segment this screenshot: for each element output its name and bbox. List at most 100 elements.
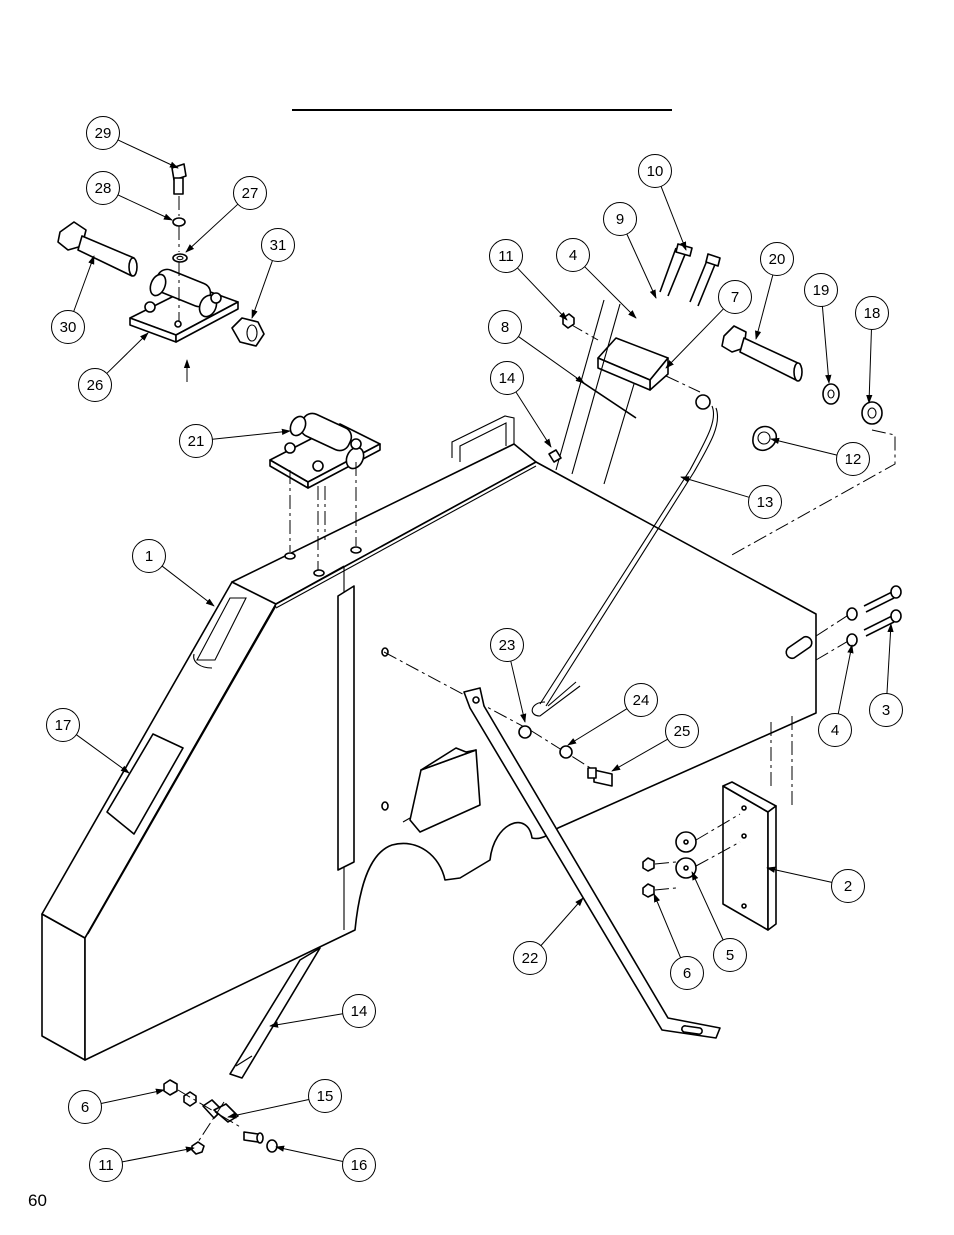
callout-leader [665,308,724,369]
callout-number: 10 [647,163,664,180]
callout-28: 28 [86,171,173,221]
callout-leader [837,644,854,714]
callout-number: 23 [499,637,516,654]
callout-leader [691,871,724,941]
callout-number: 25 [674,723,691,740]
callout-7: 7 [665,280,752,369]
callout-leader [275,1145,343,1162]
callout-leader [106,332,149,374]
callout-circle [132,539,166,573]
callout-circle [261,228,295,262]
callout-27: 27 [185,176,267,253]
callout-number: 26 [87,377,104,394]
callout-number: 17 [55,717,72,734]
callout-leader [517,267,568,321]
callout-number: 27 [242,185,259,202]
callout-circle [665,714,699,748]
callout-number: 31 [270,237,287,254]
callout-number: 11 [98,1157,114,1174]
callout-circle [603,202,637,236]
callout-leader [653,893,682,958]
callout-circle [836,442,870,476]
callout-24: 24 [567,683,658,746]
callout-circle [718,280,752,314]
callout-leader [567,708,628,746]
callout-leader [161,565,215,607]
callout-leader [770,437,838,456]
callout-circle [179,424,213,458]
callout-number: 16 [351,1157,368,1174]
callout-number: 20 [769,251,786,268]
callout-leader [518,336,585,384]
callout-circle [670,956,704,990]
side-bracket-group [642,585,902,931]
callout-circle [556,238,590,272]
callout-circle [748,485,782,519]
callout-number: 13 [757,494,774,511]
callout-leader [269,1013,343,1028]
callout-number: 29 [95,125,112,142]
callout-10: 10 [638,154,687,251]
callout-leader [680,476,750,498]
callout-leader [76,734,130,774]
callout-leader [101,1088,165,1105]
housing-assembly [41,415,817,1061]
callout-circle [68,1090,102,1124]
callout-number: 19 [813,282,830,299]
callout-circle [818,713,852,747]
hinge-assembly-exploded [57,163,265,382]
callout-leader [626,233,657,299]
callout-number: 22 [522,950,539,967]
callout-29: 29 [86,116,179,169]
callout-4: 4 [818,644,854,747]
callout-circle [869,693,903,727]
callout-21: 21 [179,424,291,458]
callout-number: 18 [864,305,881,322]
callout-15: 15 [227,1079,342,1119]
callout-20: 20 [755,242,794,340]
callout-circle [51,310,85,344]
callout-number: 1 [145,548,153,565]
callout-circle [78,368,112,402]
callout-number: 4 [831,722,839,739]
callout-number: 9 [616,211,624,228]
callout-number: 4 [569,247,577,264]
callout-number: 24 [633,692,650,709]
callout-number: 30 [60,319,77,336]
callout-11: 11 [89,1146,195,1182]
callout-number: 7 [731,289,739,306]
callout-leader [866,329,873,404]
callout-circle [490,361,524,395]
callout-circle [855,296,889,330]
callout-number: 11 [498,248,514,265]
callout-circle [488,310,522,344]
callout-leader [755,274,774,340]
callout-6: 6 [68,1088,165,1124]
callout-leader [73,255,95,312]
callout-circle [513,941,547,975]
callout-4: 4 [556,238,637,319]
callout-number: 6 [683,965,691,982]
callout-number: 12 [845,451,862,468]
callout-leader [886,623,894,694]
callout-18: 18 [855,296,889,404]
callout-leader [117,139,179,169]
callout-1: 1 [132,539,215,607]
callout-leader [515,391,552,448]
callout-leader [611,738,668,772]
callout-number: 21 [188,433,205,450]
callout-number: 2 [844,878,852,895]
callout-26: 26 [78,332,149,402]
callout-17: 17 [46,708,130,774]
callout-number: 8 [501,319,509,336]
callout-19: 19 [804,273,838,384]
callout-number: 3 [882,702,890,719]
callout-2: 2 [766,866,865,903]
housing-seal-strip [337,585,355,871]
callout-number: 5 [726,947,734,964]
callout-circle [624,683,658,717]
housing-front-face [41,913,86,1061]
callout-9: 9 [603,202,657,299]
callout-leader [540,897,584,946]
callout-circle [233,176,267,210]
